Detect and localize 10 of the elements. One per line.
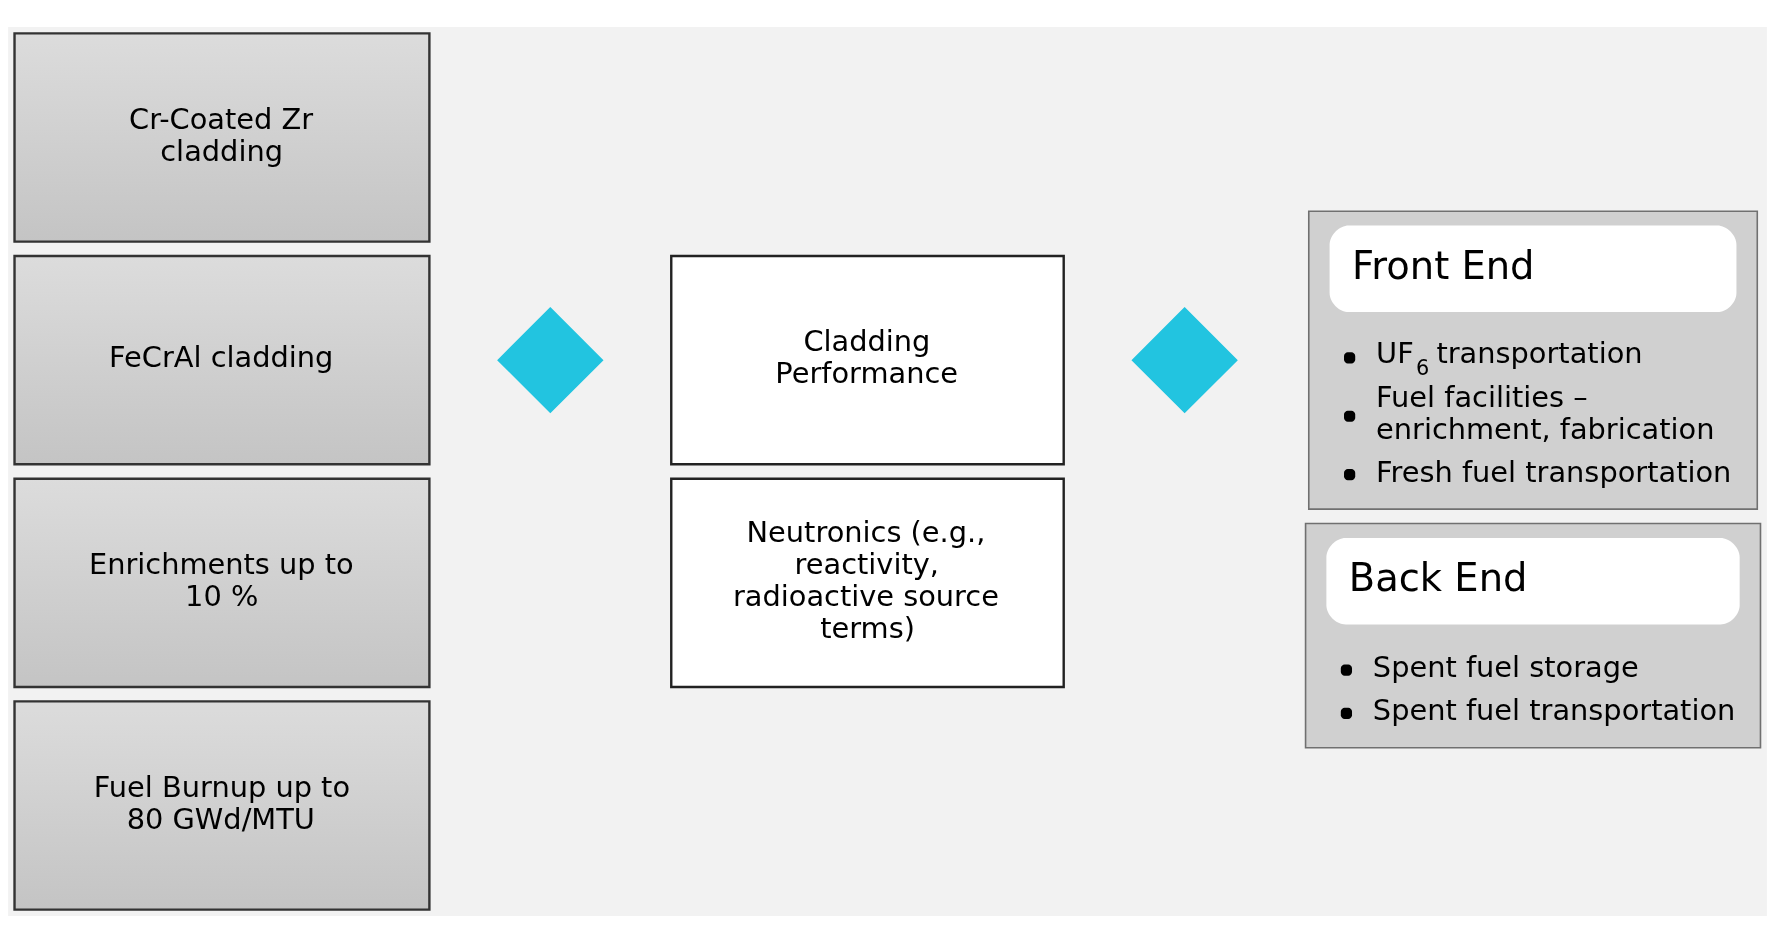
node-box: Back End Spent fuel storage Spent fuel transportation <box>1304 522 1762 749</box>
node-box: Cladding Performance <box>670 254 1065 465</box>
node-diamond <box>497 306 604 413</box>
node-box: Enrichments up to 10 % <box>13 477 431 688</box>
node-box: Cr-Coated Zr cladding <box>13 31 431 243</box>
node-box: FeCrAl cladding <box>13 254 431 465</box>
node-box: Fuel Burnup up to 80 GWd/MTU <box>13 699 431 911</box>
node-diamond <box>1131 306 1238 413</box>
node-box: Neutronics (e.g., reactivity, radioactive source terms) <box>670 477 1065 688</box>
node-box: Front End UF$_{6}$ transportation Fuel facilities – enrichment, fabrication Fresh fuel transportation <box>1307 209 1759 510</box>
